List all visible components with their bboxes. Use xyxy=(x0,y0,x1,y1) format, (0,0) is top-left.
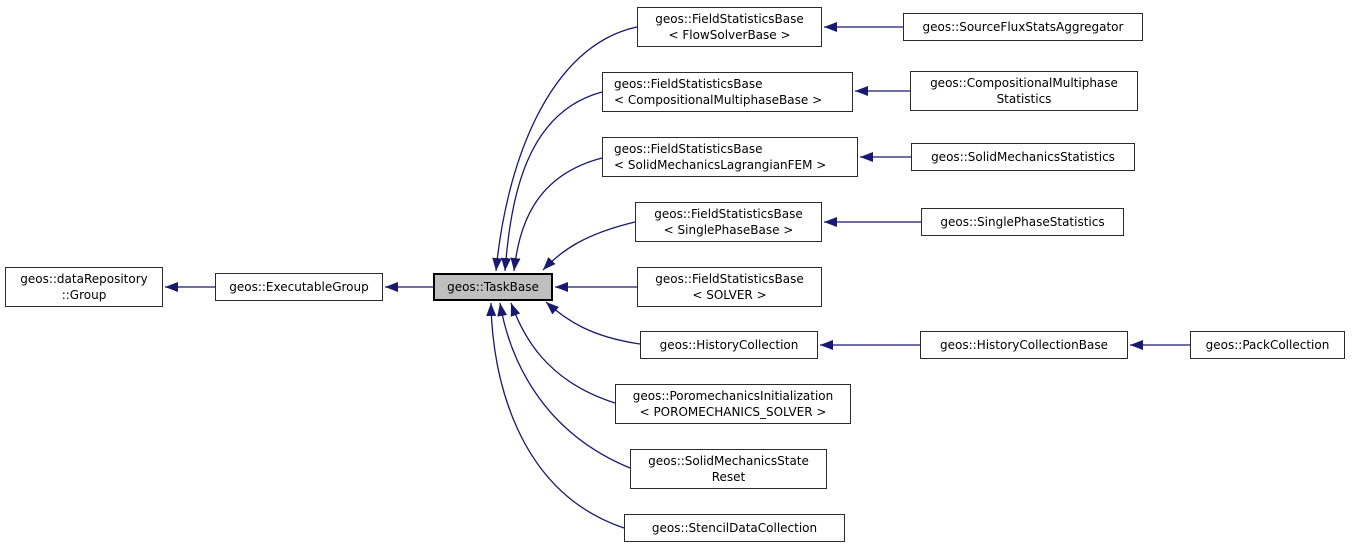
edge-fieldstats-compositional-to-taskbase xyxy=(501,91,603,272)
node-label-line: geos::FieldStatisticsBase xyxy=(614,77,763,91)
node-geos-taskbase[interactable]: geos::TaskBase xyxy=(433,273,553,301)
node-geos-poromechanicsinitialization[interactable]: geos::PoromechanicsInitialization < PORO… xyxy=(615,384,851,424)
node-label-line: < SinglePhaseBase > xyxy=(663,223,794,237)
edge-stencildatacollection-to-taskbase xyxy=(486,302,625,529)
node-label-line: geos::TaskBase xyxy=(447,280,539,294)
node-label-line: < FlowSolverBase > xyxy=(668,28,791,42)
node-label-line: geos::FieldStatisticsBase xyxy=(654,207,803,221)
node-geos-stencildatacollection[interactable]: geos::StencilDataCollection xyxy=(624,514,845,542)
node-label-line: geos::HistoryCollection xyxy=(659,338,799,352)
node-geos-fieldstatisticsbase-singlephasebase[interactable]: geos::FieldStatisticsBase < SinglePhaseB… xyxy=(635,202,822,242)
node-geos-fieldstatisticsbase-solidmechanicslagrangianfem[interactable]: geos::FieldStatisticsBase < SolidMechani… xyxy=(602,137,858,177)
node-geos-historycollection[interactable]: geos::HistoryCollection xyxy=(640,331,818,359)
node-label-line: < POROMECHANICS_SOLVER > xyxy=(639,405,827,419)
node-geos-datarepository-group[interactable]: geos::dataRepository ::Group xyxy=(5,267,163,307)
node-label-line: Statistics xyxy=(996,92,1052,106)
edge-fieldstats-flowsolver-to-taskbase xyxy=(492,26,638,272)
node-label-line: < CompositionalMultiphaseBase > xyxy=(614,93,823,107)
node-label-line: geos::SolidMechanicsState xyxy=(648,454,809,468)
node-label-line: geos::SourceFluxStatsAggregator xyxy=(922,20,1124,34)
node-geos-fieldstatisticsbase-flowsolverbase[interactable]: geos::FieldStatisticsBase < FlowSolverBa… xyxy=(637,7,822,47)
node-geos-singlephasestatistics[interactable]: geos::SinglePhaseStatistics xyxy=(921,208,1124,236)
node-label-line: geos::FieldStatisticsBase xyxy=(655,12,804,26)
node-label-line: ::Group xyxy=(61,288,107,302)
edge-fieldstats-solidmech-to-taskbase xyxy=(510,157,603,272)
edge-poromechanicsinit-to-taskbase xyxy=(510,302,616,404)
node-label-line: geos::dataRepository xyxy=(20,272,148,286)
node-geos-compositionalmultiphasestatistics[interactable]: geos::CompositionalMultiphase Statistics xyxy=(910,71,1138,111)
node-label-line: geos::PackCollection xyxy=(1205,338,1330,352)
node-geos-solidmechanicsstatereset[interactable]: geos::SolidMechanicsState Reset xyxy=(630,449,827,489)
node-label-line: geos::PoromechanicsInitialization xyxy=(632,389,834,403)
node-label-line: < SOLVER > xyxy=(692,288,767,302)
node-geos-packcollection[interactable]: geos::PackCollection xyxy=(1190,331,1345,359)
node-label-line: geos::FieldStatisticsBase xyxy=(655,272,804,286)
node-geos-fieldstatisticsbase-compositionalmultiphasebase[interactable]: geos::FieldStatisticsBase < Compositiona… xyxy=(602,72,853,112)
node-geos-executablegroup[interactable]: geos::ExecutableGroup xyxy=(215,273,383,301)
node-geos-solidmechanicsstatistics[interactable]: geos::SolidMechanicsStatistics xyxy=(911,143,1135,171)
node-label-line: < SolidMechanicsLagrangianFEM > xyxy=(614,158,827,172)
edge-fieldstats-singlephase-to-taskbase xyxy=(542,221,636,271)
node-label-line: geos::SinglePhaseStatistics xyxy=(940,215,1105,229)
edge-historycollection-to-taskbase xyxy=(545,301,641,345)
node-label-line: geos::StencilDataCollection xyxy=(651,521,818,535)
node-label-line: geos::HistoryCollectionBase xyxy=(940,338,1108,352)
node-label-line: Reset xyxy=(711,470,746,484)
node-geos-sourcefluxstatsaggregator[interactable]: geos::SourceFluxStatsAggregator xyxy=(903,13,1143,41)
node-label-line: geos::SolidMechanicsStatistics xyxy=(931,150,1115,164)
node-label-line: geos::CompositionalMultiphase xyxy=(930,76,1118,90)
node-label-line: geos::ExecutableGroup xyxy=(229,280,369,294)
node-geos-historycollectionbase[interactable]: geos::HistoryCollectionBase xyxy=(920,331,1128,359)
edge-solidmechstatereset-to-taskbase xyxy=(497,302,631,469)
node-geos-fieldstatisticsbase-solver[interactable]: geos::FieldStatisticsBase < SOLVER > xyxy=(637,267,822,307)
node-label-line: geos::FieldStatisticsBase xyxy=(614,142,763,156)
